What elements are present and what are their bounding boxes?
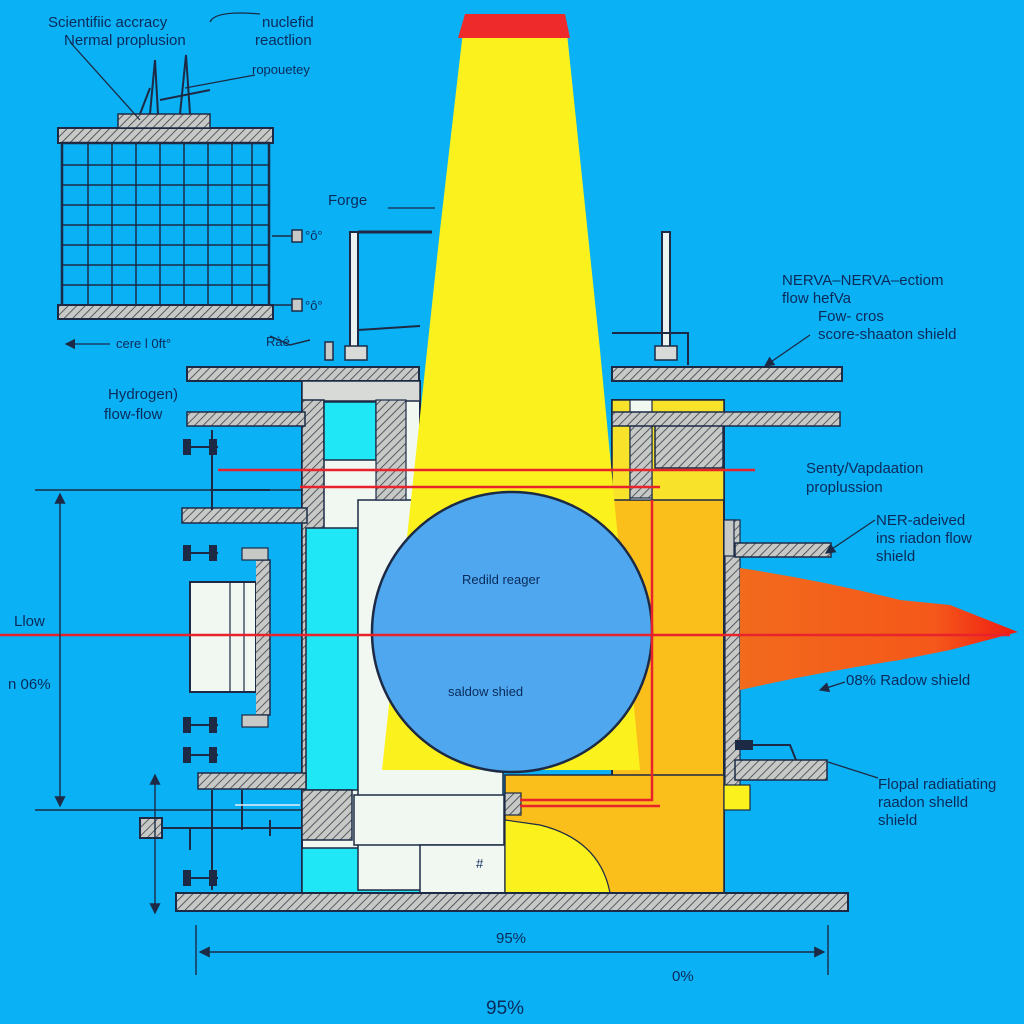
- floral-label-2: raadon shelld: [878, 794, 969, 811]
- hydrogen-flow-label-2: flow-flow: [104, 406, 163, 423]
- dimension-95-top: 95%: [496, 930, 527, 947]
- nerva-label-1: NERVA–NERVA–ectiom: [782, 272, 944, 289]
- floral-label-1: Flopal radiatiating: [878, 776, 997, 793]
- saldow-shied-label: saldow shied: [448, 684, 524, 699]
- reactor-vessel: [370, 490, 654, 774]
- exhaust-flame: [740, 568, 1018, 690]
- n06-label: n 06%: [8, 676, 51, 693]
- ner-adeived-label-3: shield: [876, 548, 916, 565]
- top-flange-right: [611, 366, 843, 382]
- radiator-assembly: [57, 54, 274, 320]
- normal-propulsion-label: Nermal proplusion: [64, 32, 186, 49]
- llow-label: Llow: [14, 613, 45, 630]
- senty-propulsion-label: proplussion: [806, 479, 883, 496]
- hydrogen-flow-label-1: Hydrogen): [108, 386, 179, 403]
- base-plate: [175, 892, 849, 912]
- small-tag-2: °ô°: [305, 298, 323, 313]
- floral-label-3: shield: [878, 812, 918, 829]
- fow-cros-label: Fow- cros: [818, 308, 884, 325]
- forge-label: Forge: [328, 192, 368, 209]
- top-leaders: [64, 12, 261, 350]
- left-mount: [344, 345, 368, 361]
- right-side-plates: [611, 411, 841, 781]
- nozzle-mounts: [269, 335, 334, 361]
- hash-mark: #: [476, 856, 484, 871]
- radiator-valves: [272, 229, 303, 312]
- right-leaders: [388, 207, 879, 779]
- dimension-lines: [35, 489, 829, 975]
- right-mount: [654, 345, 678, 361]
- senty-application-label: Senty/Vapdaation: [806, 460, 924, 477]
- score-shaton-label: score-shaaton shield: [818, 326, 957, 343]
- support-rods: [349, 230, 689, 365]
- dimension-95-bottom: 95%: [486, 998, 525, 1019]
- small-tag-3: Ràé: [266, 334, 290, 349]
- top-flange-left: [186, 366, 420, 382]
- radow-shield-label: 08% Radow shield: [846, 672, 971, 689]
- left-side-plates: [181, 411, 308, 790]
- roposuety-label: ropouetey: [252, 62, 310, 77]
- ner-adeived-label-1: NER-adeived: [876, 512, 966, 529]
- reaction-label: reactlion: [255, 32, 312, 49]
- core-label: cere l 0ft°: [116, 336, 172, 351]
- red-flow-lines: [0, 468, 1010, 808]
- dimension-0: 0%: [672, 968, 694, 985]
- small-tag-1: °ô°: [305, 228, 323, 243]
- nerva-label-2: flow hefVa: [782, 290, 851, 307]
- nucleid-label: nuclefid: [262, 14, 314, 31]
- redild-reager-label: Redild reager: [462, 572, 541, 587]
- ner-adeived-label-2: ins riadon flow: [876, 530, 972, 547]
- scientific-accuracy-label: Scientifiic accracy: [48, 14, 168, 31]
